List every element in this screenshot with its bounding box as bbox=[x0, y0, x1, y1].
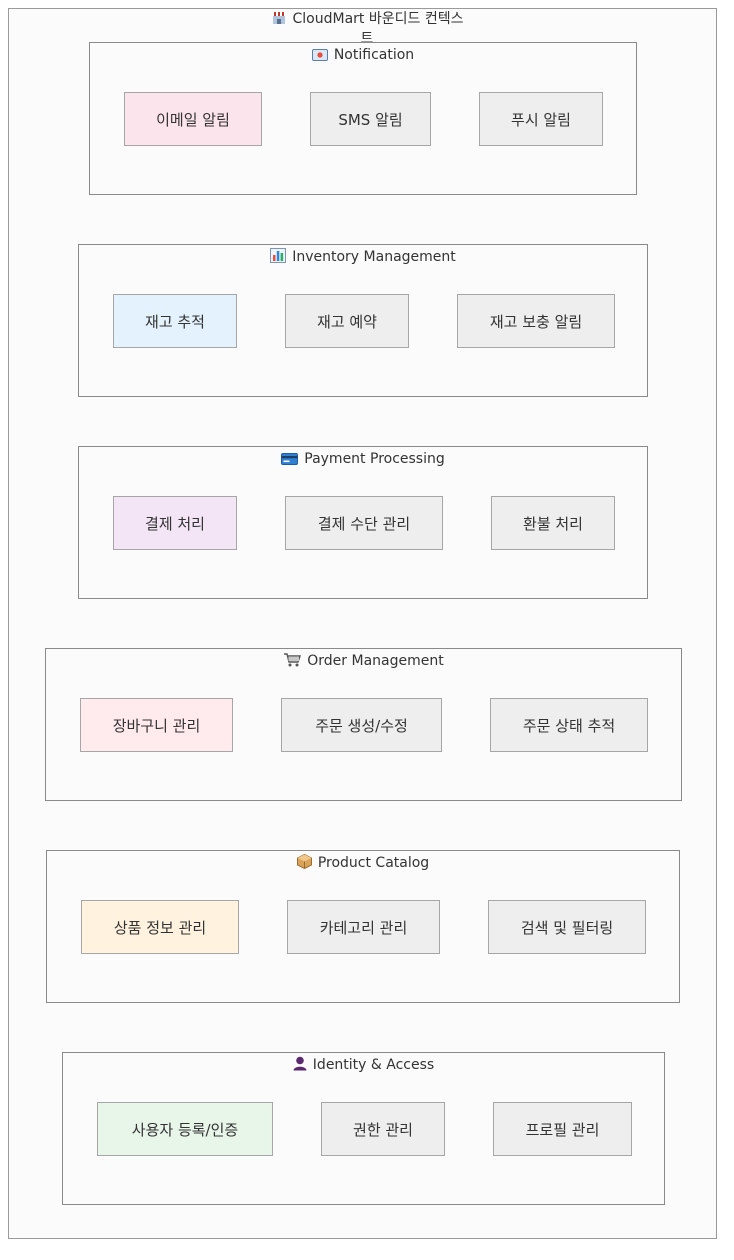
node-stock-tracking: 재고 추적 bbox=[113, 294, 237, 348]
node-order-create-edit: 주문 생성/수정 bbox=[281, 698, 442, 752]
node-push-notification: 푸시 알림 bbox=[479, 92, 603, 146]
context-inventory-management: Inventory Management 재고 추적 재고 예약 재고 보충 알… bbox=[78, 244, 648, 397]
context-identity-access: Identity & Access 사용자 등록/인증 권한 관리 프로필 관리 bbox=[62, 1052, 665, 1205]
node-cart-management: 장바구니 관리 bbox=[80, 698, 233, 752]
node-restock-alert: 재고 보충 알림 bbox=[457, 294, 615, 348]
context-product-catalog: Product Catalog 상품 정보 관리 카테고리 관리 검색 및 필터… bbox=[46, 850, 680, 1003]
node-payment-method-management: 결제 수단 관리 bbox=[285, 496, 443, 550]
node-stock-reservation: 재고 예약 bbox=[285, 294, 409, 348]
shopping-cart-icon bbox=[284, 653, 302, 667]
node-email-notification: 이메일 알림 bbox=[124, 92, 262, 146]
package-icon bbox=[296, 854, 312, 869]
node-profile-management: 프로필 관리 bbox=[493, 1102, 632, 1156]
node-payment-processing: 결제 처리 bbox=[113, 496, 237, 550]
node-search-and-filter: 검색 및 필터링 bbox=[488, 900, 646, 954]
node-order-status-tracking: 주문 상태 추적 bbox=[490, 698, 648, 752]
node-product-info-management: 상품 정보 관리 bbox=[81, 900, 239, 954]
context-title: Payment Processing bbox=[79, 449, 647, 469]
context-title: Order Management bbox=[46, 651, 681, 671]
bar-chart-icon bbox=[270, 248, 287, 263]
node-sms-notification: SMS 알림 bbox=[310, 92, 431, 146]
node-user-registration-auth: 사용자 등록/인증 bbox=[97, 1102, 273, 1156]
context-title: Product Catalog bbox=[47, 853, 679, 873]
node-permission-management: 권한 관리 bbox=[321, 1102, 445, 1156]
bounded-context-container bbox=[8, 8, 717, 1239]
node-refund-processing: 환불 처리 bbox=[491, 496, 615, 550]
envelope-icon bbox=[311, 49, 328, 61]
context-notification: Notification 이메일 알림 SMS 알림 푸시 알림 bbox=[89, 42, 637, 195]
store-icon bbox=[271, 12, 286, 24]
user-icon bbox=[293, 1056, 307, 1071]
context-payment-processing: Payment Processing 결제 처리 결제 수단 관리 환불 처리 bbox=[78, 446, 648, 599]
context-order-management: Order Management 장바구니 관리 주문 생성/수정 주문 상태 … bbox=[45, 648, 682, 801]
context-title: Notification bbox=[90, 45, 636, 65]
node-category-management: 카테고리 관리 bbox=[287, 900, 440, 954]
credit-card-icon bbox=[281, 453, 299, 465]
context-title: Inventory Management bbox=[79, 247, 647, 267]
context-title: Identity & Access bbox=[63, 1055, 664, 1075]
